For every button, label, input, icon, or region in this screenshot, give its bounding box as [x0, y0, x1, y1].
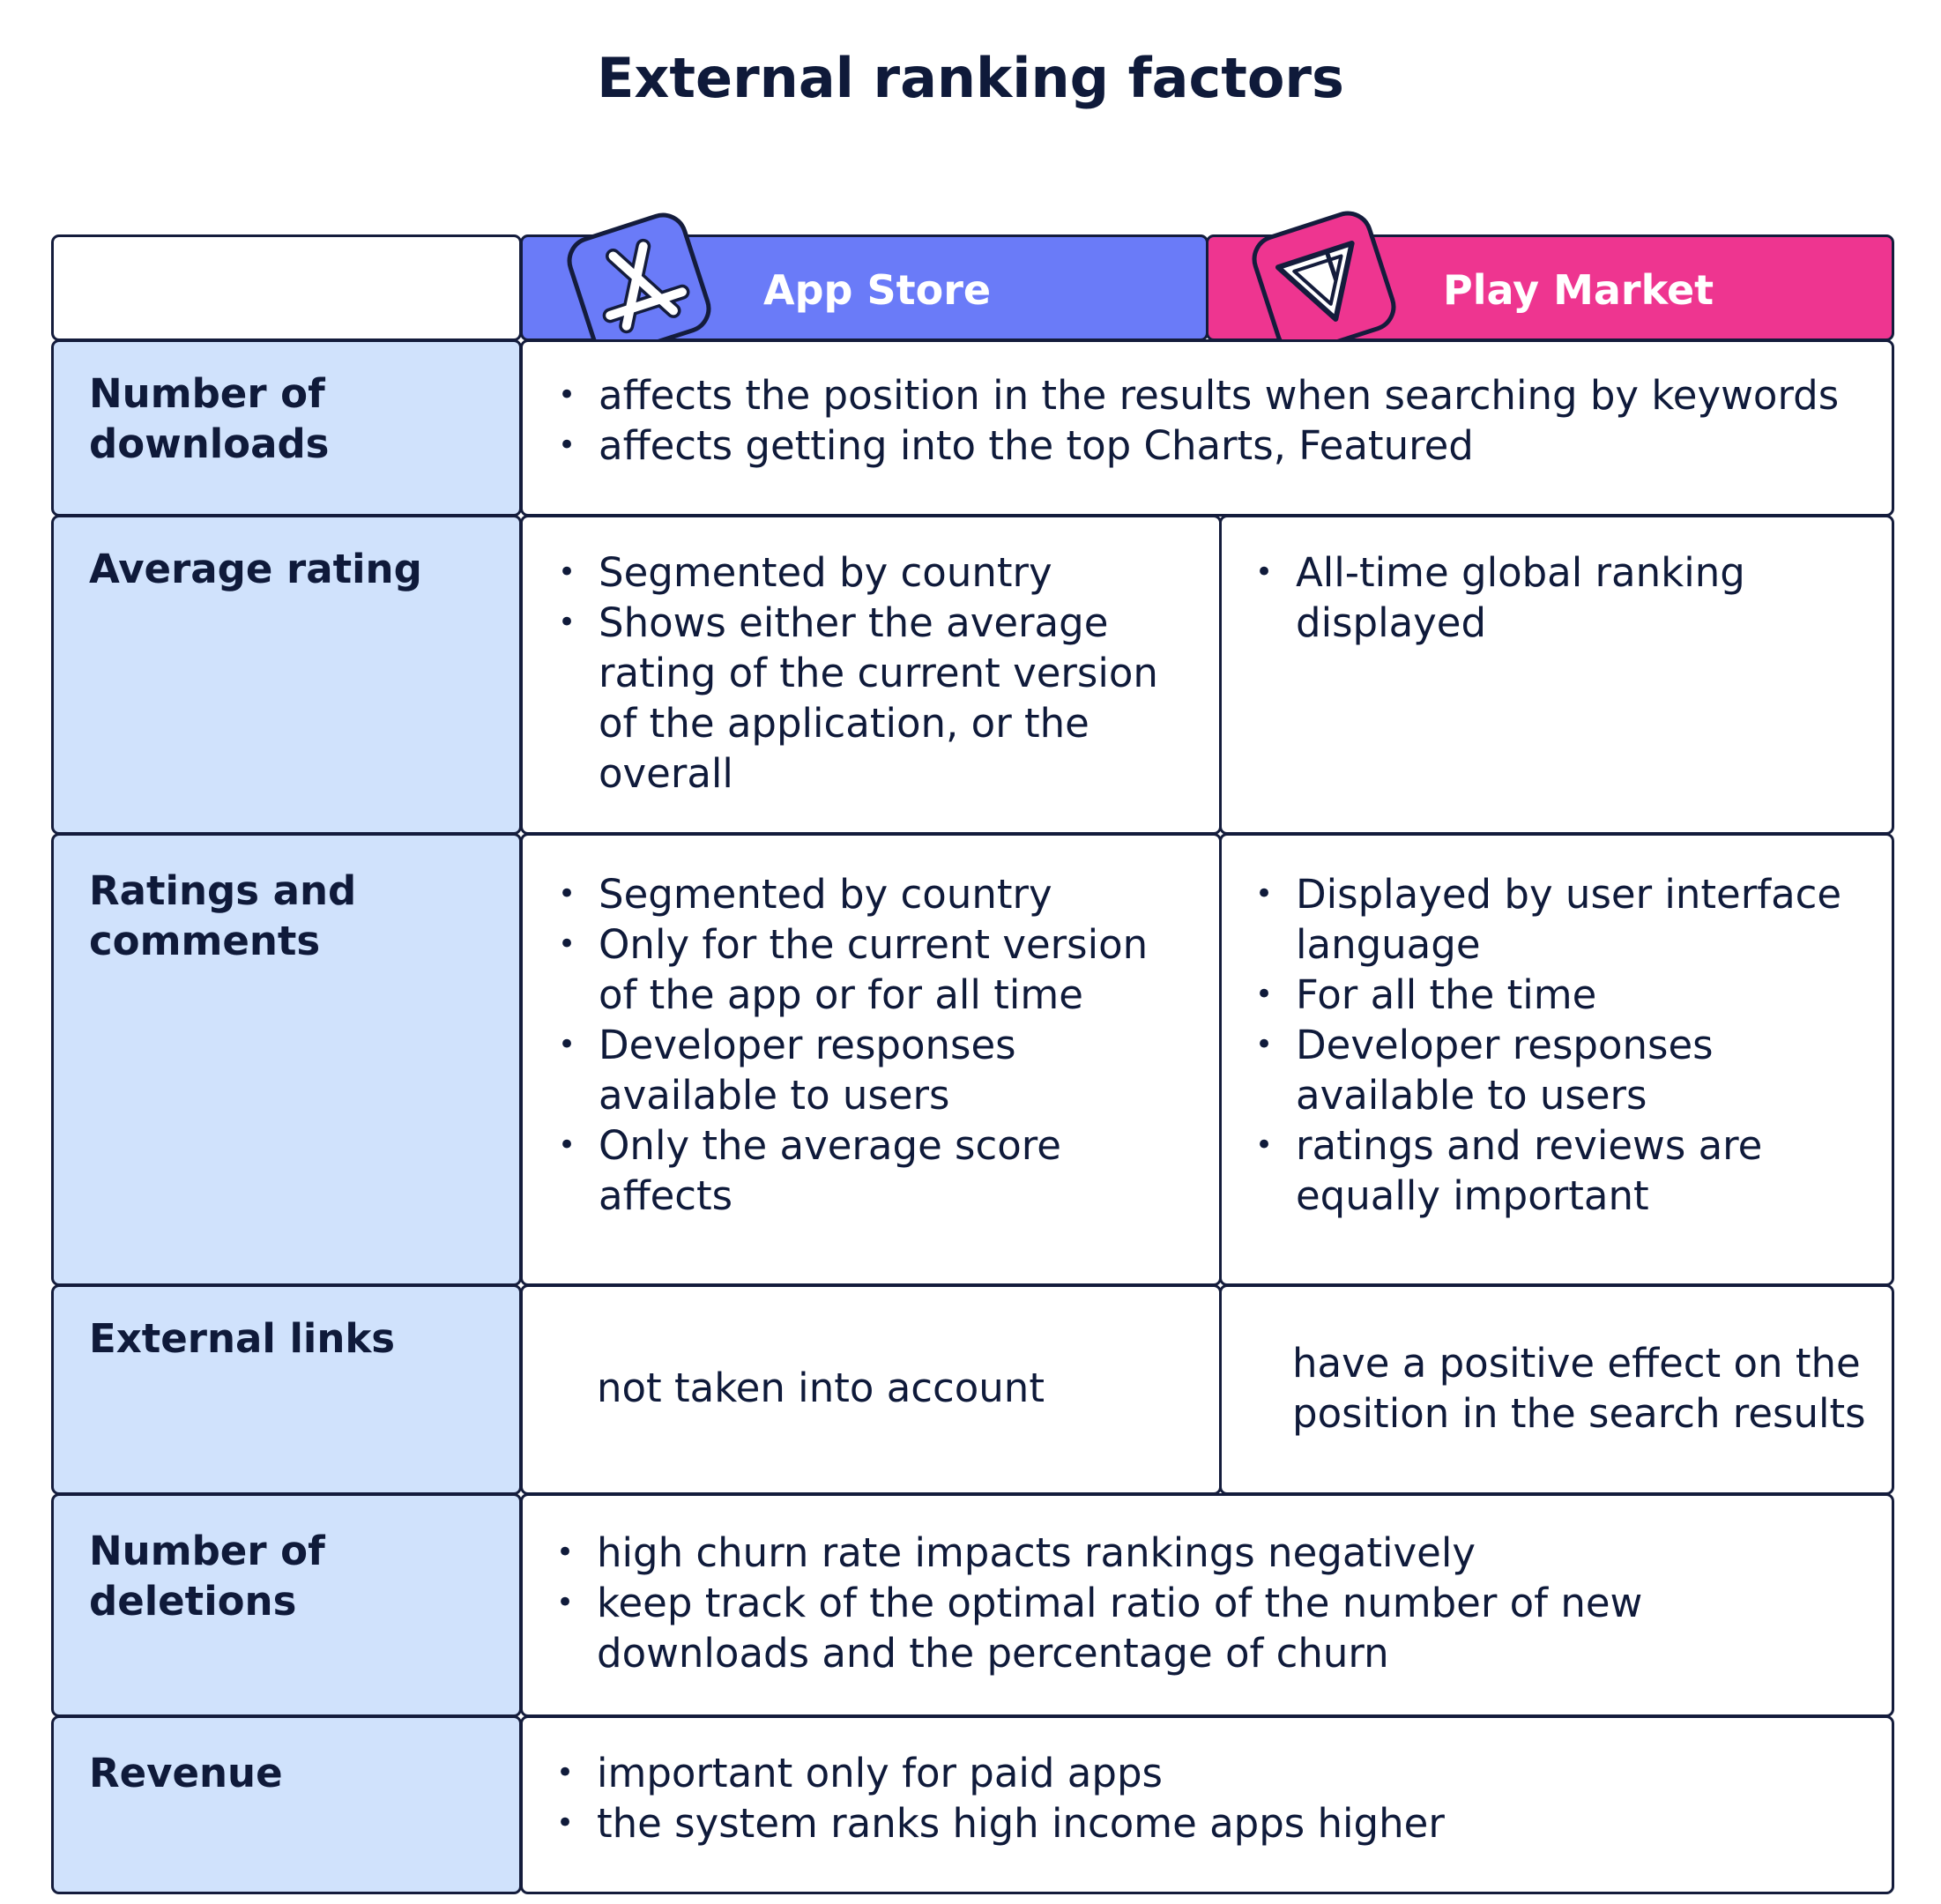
bullet-list: affects the position in the results when…: [558, 370, 1863, 471]
row-play-market-external-links: have a positive effect on the position i…: [1219, 1284, 1894, 1495]
list-item: Only the average score affects: [558, 1120, 1193, 1221]
list-item: Developer responses available to users: [558, 1020, 1193, 1120]
list-item: important only for paid apps: [556, 1748, 1861, 1798]
row-label-average-rating: Average rating: [51, 515, 522, 835]
bullet-list: All-time global ranking displayed: [1255, 547, 1766, 648]
list-item: Displayed by user interface language: [1255, 869, 1855, 970]
bullet-list: high churn rate impacts rankings negativ…: [556, 1528, 1667, 1678]
list-item: Segmented by country: [558, 547, 1166, 598]
row-play-market-ratings-and-comments: Displayed by user interface language For…: [1219, 833, 1894, 1286]
cell-text: have a positive effect on the position i…: [1292, 1340, 1866, 1437]
list-item: ratings and reviews are equally importan…: [1255, 1120, 1855, 1221]
page-title: External ranking factors: [597, 46, 1344, 110]
list-item: Segmented by country: [558, 869, 1193, 919]
row-label-line: downloads: [89, 420, 330, 467]
list-item: Shows either the average rating of the c…: [558, 598, 1166, 799]
row-app-store-average-rating: Segmented by country Shows either the av…: [520, 515, 1222, 835]
row-label-number-of-downloads: Number of downloads: [51, 339, 522, 517]
row-play-market-average-rating: All-time global ranking displayed: [1219, 515, 1894, 835]
row-label-line: deletions: [89, 1578, 297, 1625]
list-item: the system ranks high income apps higher: [556, 1798, 1861, 1848]
row-label-line: Average rating: [89, 546, 422, 592]
list-item: All-time global ranking displayed: [1255, 547, 1766, 648]
bullet-list: Displayed by user interface language For…: [1255, 869, 1855, 1221]
bullet-list: important only for paid apps the system …: [556, 1748, 1861, 1848]
app-store-label: App Store: [763, 266, 992, 314]
row-body-revenue: important only for paid apps the system …: [520, 1715, 1894, 1894]
list-item: Only for the current version of the app …: [558, 919, 1193, 1020]
row-label-revenue: Revenue: [51, 1715, 522, 1894]
list-item: Developer responses available to users: [1255, 1020, 1855, 1120]
row-label-line: comments: [89, 918, 321, 964]
list-item: affects getting into the top Charts, Fea…: [558, 420, 1863, 471]
row-label-line: Ratings and: [89, 867, 357, 914]
row-label-number-of-deletions: Number of deletions: [51, 1493, 522, 1717]
row-label-line: Number of: [89, 1528, 325, 1574]
list-item: keep track of the optimal ratio of the n…: [556, 1578, 1667, 1678]
row-label-external-links: External links: [51, 1284, 522, 1495]
list-item: high churn rate impacts rankings negativ…: [556, 1528, 1667, 1578]
row-label-line: Number of: [89, 370, 325, 417]
app-store-icon: [567, 212, 711, 357]
header-empty-cell: [51, 234, 522, 341]
row-body-number-of-deletions: high churn rate impacts rankings negativ…: [520, 1493, 1894, 1717]
play-market-label: Play Market: [1443, 266, 1714, 314]
row-label-line: Revenue: [89, 1750, 283, 1796]
row-app-store-ratings-and-comments: Segmented by country Only for the curren…: [520, 833, 1222, 1286]
row-body-number-of-downloads: affects the position in the results when…: [520, 339, 1894, 517]
row-app-store-external-links: not taken into account: [520, 1284, 1222, 1495]
cell-text: not taken into account: [597, 1365, 1045, 1411]
play-market-icon: [1252, 211, 1396, 355]
bullet-list: Segmented by country Only for the curren…: [558, 869, 1193, 1221]
list-item: affects the position in the results when…: [558, 370, 1863, 420]
row-label-ratings-and-comments: Ratings and comments: [51, 833, 522, 1286]
list-item: For all the time: [1255, 970, 1855, 1020]
row-label-line: External links: [89, 1315, 396, 1362]
bullet-list: Segmented by country Shows either the av…: [558, 547, 1166, 799]
